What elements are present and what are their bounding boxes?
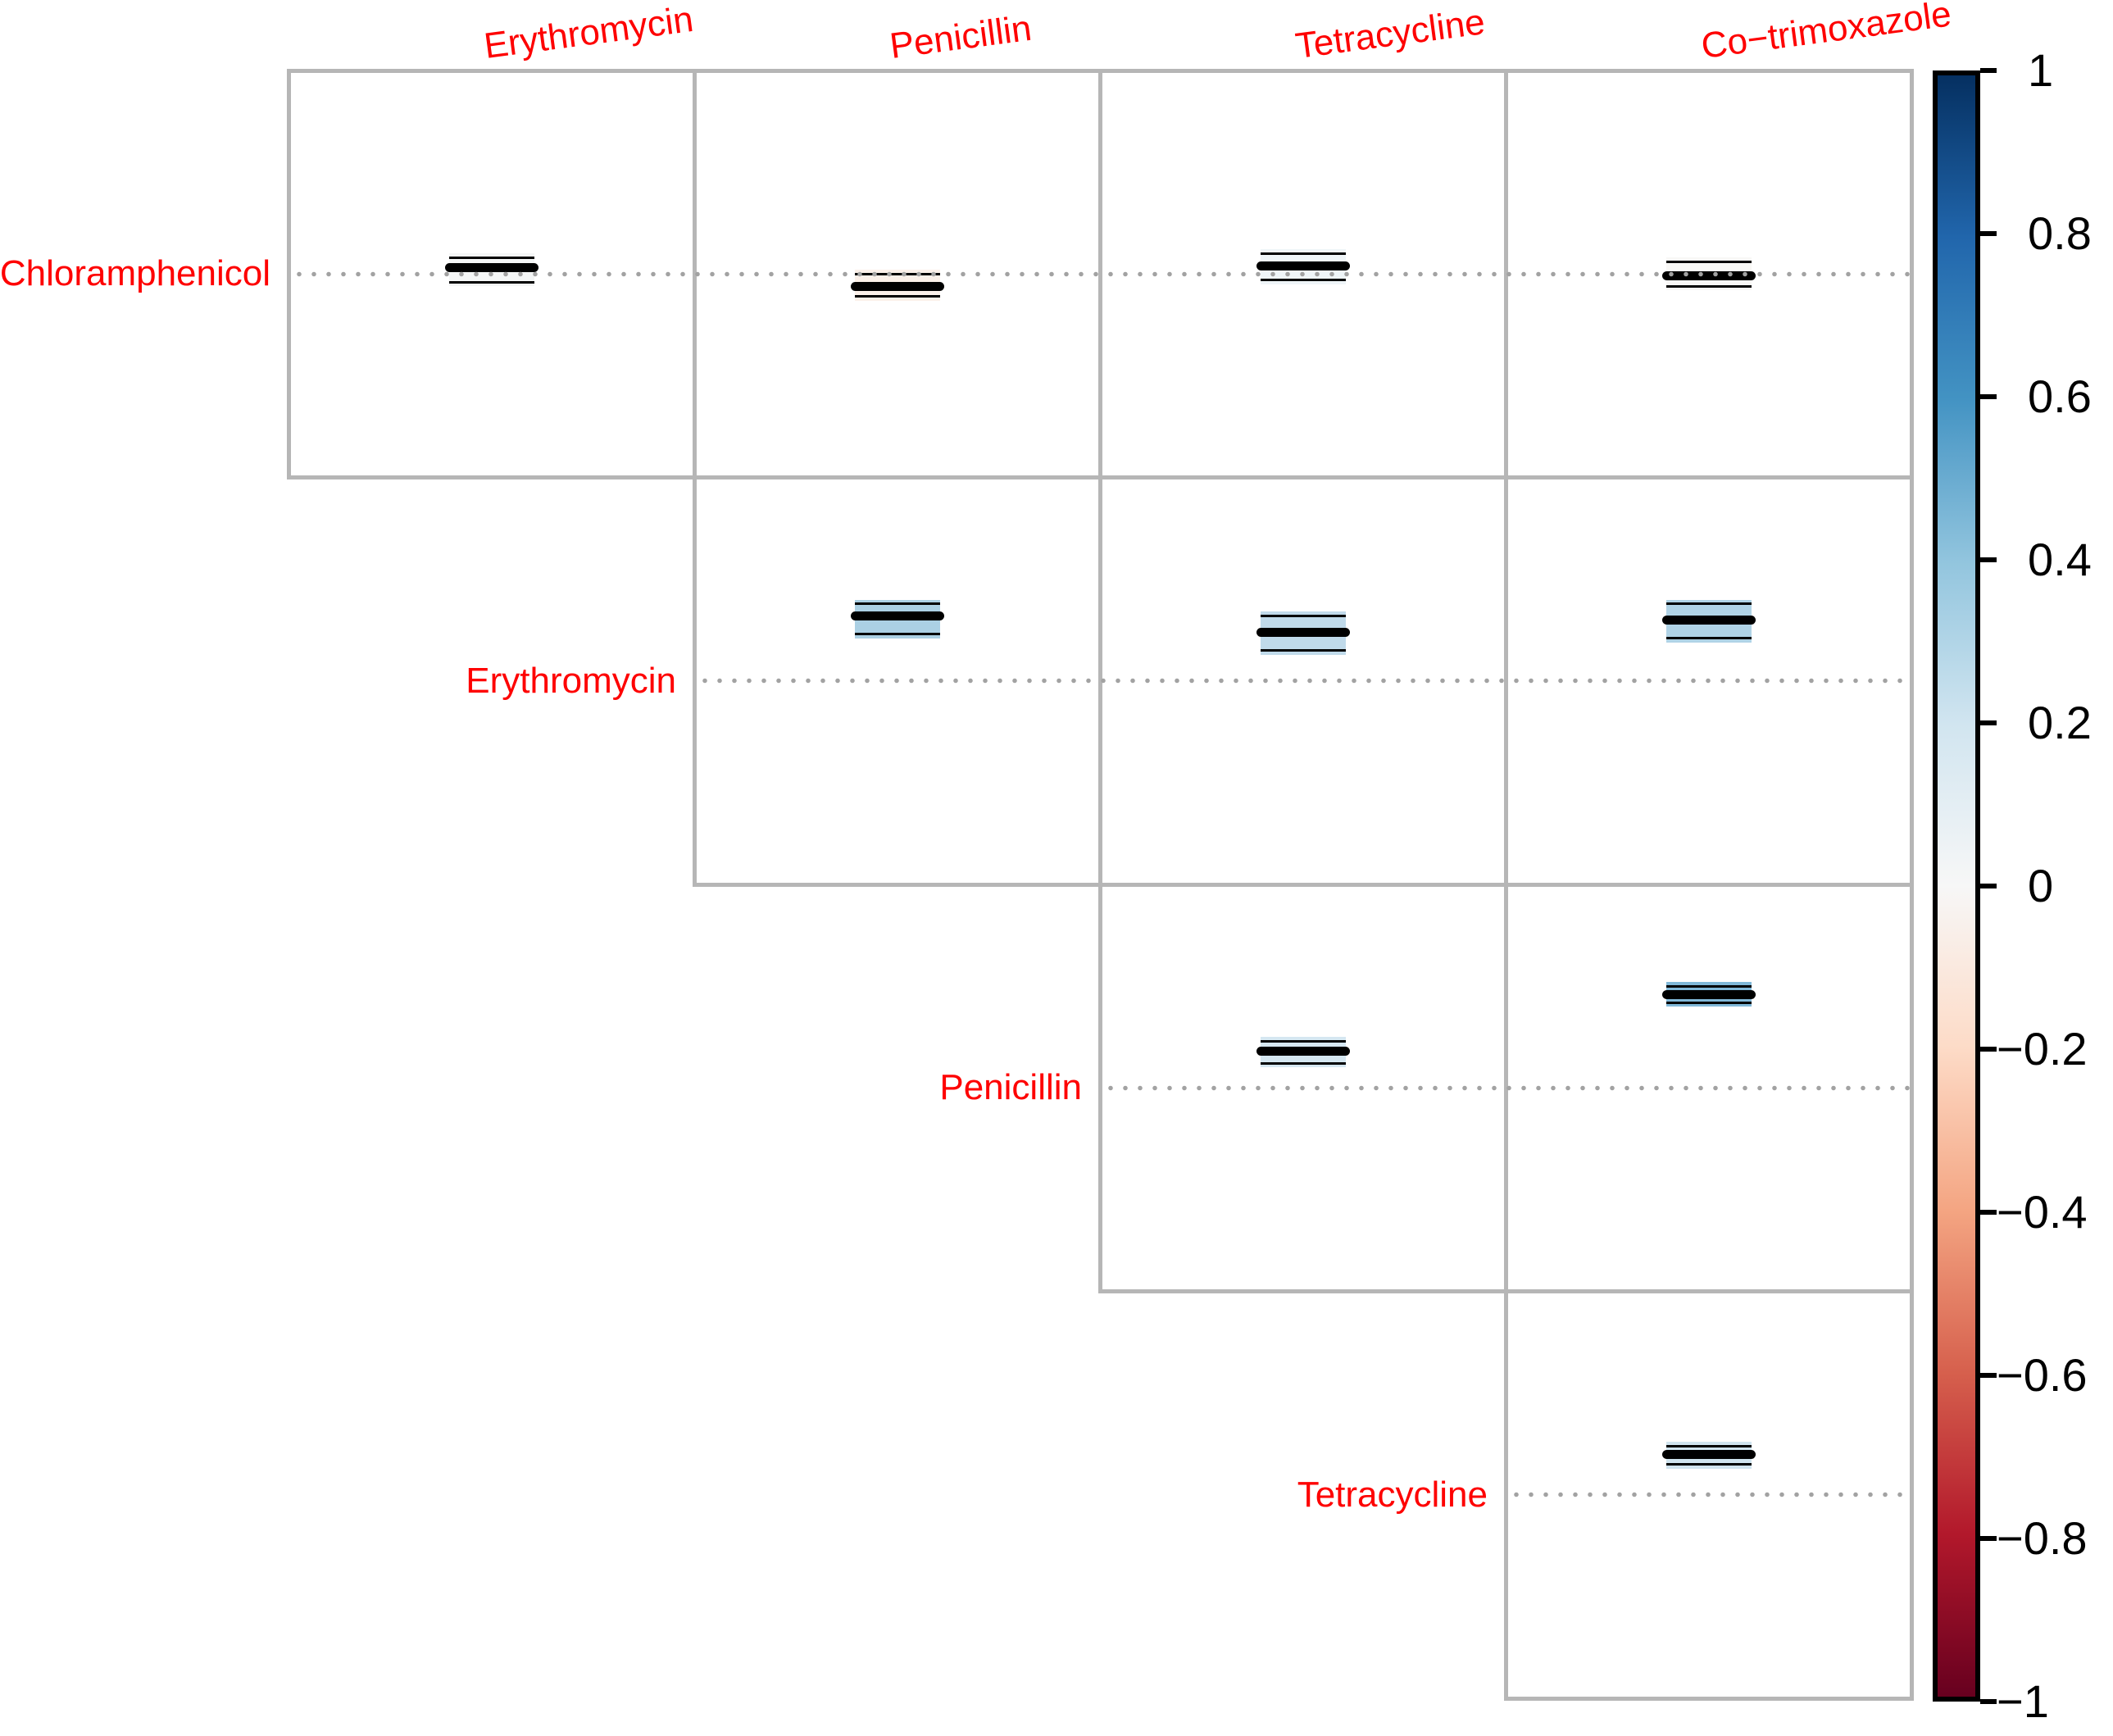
correlation-estimate-bar: [1661, 989, 1756, 999]
ci-upper-bound-line: [1665, 984, 1752, 988]
col-label-co-trimoxazole: Co−trimoxazole: [1698, 0, 1953, 66]
row-label-chloramphenicol: Chloramphenicol: [0, 253, 270, 294]
correlation-estimate-bar: [1256, 627, 1350, 637]
ci-lower-bound-line: [448, 280, 534, 284]
correlation-estimate-bar: [1256, 1047, 1350, 1057]
ci-upper-bound-line: [448, 256, 534, 259]
colorbar-tick-label: −0.6: [1997, 1349, 2088, 1401]
correlation-estimate-bar: [1256, 261, 1350, 270]
ci-lower-bound-line: [1665, 284, 1752, 288]
colorbar-tick: [1980, 1047, 1997, 1052]
ci-lower-bound-line: [1665, 637, 1752, 640]
colorbar-tick: [1980, 231, 1997, 236]
colorbar-tick: [1980, 1699, 1997, 1704]
correlation-estimate-bar: [444, 263, 538, 273]
colorbar-tick: [1980, 1536, 1997, 1541]
colorbar-tick: [1980, 720, 1997, 725]
col-label-erythromycin: Erythromycin: [481, 0, 696, 66]
colorbar-tick-label: 0.8: [2028, 207, 2092, 259]
zero-dotted-line: [1509, 1492, 1910, 1498]
ci-upper-bound-line: [1260, 252, 1346, 255]
ci-lower-bound-line: [1665, 1463, 1752, 1466]
ci-upper-bound-line: [1665, 260, 1752, 263]
colorbar-tick-label: −1: [1997, 1675, 2049, 1727]
row-label-erythromycin: Erythromycin: [466, 660, 676, 701]
grid-line: [286, 68, 291, 479]
correlation-estimate-bar: [1661, 1449, 1756, 1459]
zero-dotted-line: [1103, 1084, 1910, 1091]
colorbar-tick-label: −0.8: [1997, 1512, 2088, 1564]
grid-line: [1503, 68, 1508, 1701]
ci-lower-bound-line: [854, 633, 940, 636]
grid-line: [1503, 1696, 1914, 1701]
ci-lower-bound-line: [1260, 279, 1346, 282]
ci-upper-bound-line: [1665, 602, 1752, 605]
colorbar-tick-label: 1: [2028, 44, 2054, 96]
ci-lower-bound-line: [1260, 1061, 1346, 1065]
correlation-estimate-bar: [850, 281, 944, 291]
ci-lower-bound-line: [1665, 1001, 1752, 1004]
colorbar-tick: [1980, 394, 1997, 399]
ci-upper-bound-line: [854, 602, 940, 605]
colorbar-gradient: [1938, 75, 1975, 1697]
ci-upper-bound-line: [1260, 1039, 1346, 1043]
zero-dotted-line: [698, 678, 1910, 684]
ci-lower-bound-line: [854, 295, 940, 298]
ci-lower-bound-line: [1260, 649, 1346, 652]
col-label-tetracycline: Tetracycline: [1293, 2, 1487, 66]
colorbar-tick: [1980, 884, 1997, 888]
correlation-estimate-bar: [1661, 615, 1756, 625]
colorbar: [1933, 70, 1980, 1702]
ci-upper-bound-line: [1665, 1444, 1752, 1447]
grid-line: [692, 882, 1914, 887]
ci-upper-bound-line: [1260, 614, 1346, 617]
zero-dotted-line: [292, 270, 1910, 277]
colorbar-tick-label: 0.4: [2028, 534, 2092, 585]
colorbar-tick: [1980, 1210, 1997, 1215]
colorbar-tick: [1980, 68, 1997, 73]
grid-line: [692, 68, 697, 887]
colorbar-tick-label: 0.2: [2028, 697, 2092, 748]
row-label-tetracycline: Tetracycline: [1297, 1474, 1488, 1515]
colorbar-tick-label: 0: [2028, 860, 2054, 911]
colorbar-tick-label: −0.4: [1997, 1186, 2088, 1238]
col-label-penicillin: Penicillin: [887, 7, 1034, 66]
colorbar-tick-label: −0.2: [1997, 1023, 2088, 1075]
colorbar-tick: [1980, 557, 1997, 562]
row-label-penicillin: Penicillin: [939, 1067, 1082, 1108]
colorbar-tick: [1980, 1373, 1997, 1378]
colorbar-tick-label: 0.6: [2028, 370, 2092, 422]
correlation-estimate-bar: [850, 611, 944, 620]
grid-line: [1909, 68, 1914, 1701]
